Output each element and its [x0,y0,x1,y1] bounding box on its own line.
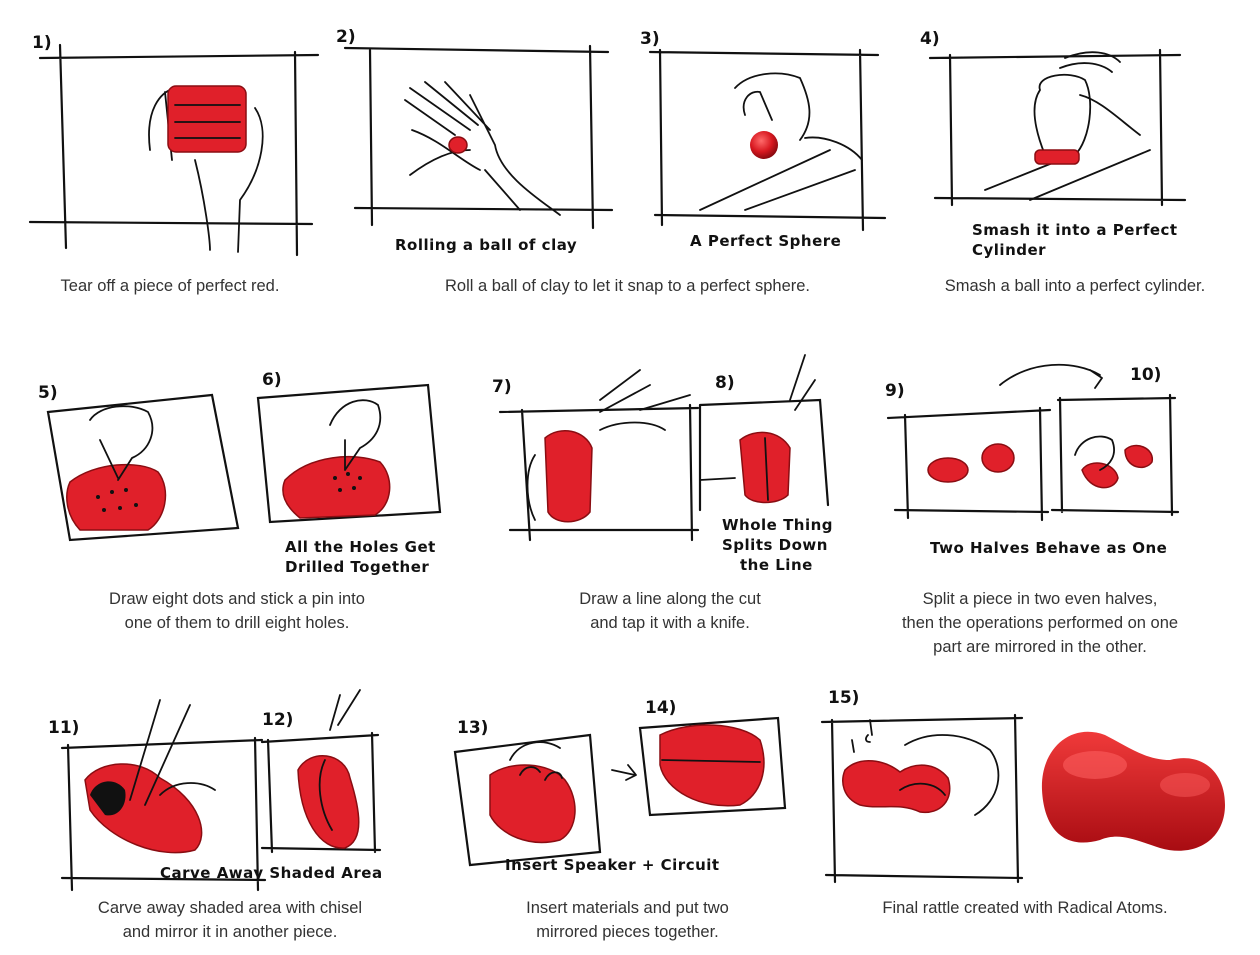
sketch-note: Drilled Together [285,558,429,576]
panel-3: 3) A Perfect Sphere [640,29,885,250]
panel-number: 15) [828,688,859,708]
panel-6: 6) All the Holes Get Drilled Together [258,370,440,576]
panel-15: 15) [822,688,1022,882]
caption-final-rattle: Final rattle created with Radical Atoms. [840,896,1210,920]
caption-tear-off: Tear off a piece of perfect red. [20,274,320,298]
panel-1: 1) [30,33,318,255]
panel-9: 9) [885,365,1102,520]
panel-number: 8) [715,373,735,393]
panel-number: 10) [1130,365,1161,385]
sketch-note: Smash it into a Perfect [972,221,1178,239]
caption-insert-materials: Insert materials and put two mirrored pi… [470,896,785,944]
sketch-note: Whole Thing [722,516,833,534]
panel-number: 2) [336,27,356,47]
panel-7: 7) [492,370,698,540]
sketch-note: Insert Speaker + Circuit [505,856,720,874]
sketch-note: Rolling a ball of clay [395,236,577,254]
panel-number: 1) [32,33,52,53]
panel-number: 9) [885,381,905,401]
panel-5: 5) [38,383,238,540]
panel-11: 11) [48,700,265,890]
caption-drill-holes: Draw eight dots and stick a pin into one… [62,587,412,635]
sketch-note: Splits Down [722,536,828,554]
sketch-note: All the Holes Get [285,538,436,556]
panel-number: 11) [48,718,79,738]
panel-number: 13) [457,718,488,738]
caption-mirror-halves: Split a piece in two even halves, then t… [860,587,1220,659]
caption-roll-ball: Roll a ball of clay to let it snap to a … [400,274,855,298]
panel-10: 10) Two Halves Behave as One [930,365,1178,557]
caption-smash-cylinder: Smash a ball into a perfect cylinder. [920,274,1230,298]
panel-number: 5) [38,383,58,403]
panel-12: 12) Carve Away Shaded Area [160,690,383,882]
panel-number: 12) [262,710,293,730]
caption-knife-cut: Draw a line along the cut and tap it wit… [520,587,820,635]
panel-number: 3) [640,29,660,49]
panel-8: 8) Whole Thing Splits Down the Line [700,355,833,574]
sketch-note: A Perfect Sphere [690,232,841,250]
caption-carve: Carve away shaded area with chisel and m… [40,896,420,944]
panel-number: 14) [645,698,676,718]
sketch-note: the Line [740,556,813,574]
panel-4: 4) Smash it into a Perfect Cylinder [920,29,1185,259]
sketch-note: Cylinder [972,241,1046,259]
sketch-note: Carve Away Shaded Area [160,864,383,882]
panel-number: 6) [262,370,282,390]
panel-2: 2) Rolling a ball of clay [336,27,612,254]
rattle-render [1042,732,1225,851]
sketch-note: Two Halves Behave as One [930,539,1167,557]
panel-number: 4) [920,29,940,49]
panel-number: 7) [492,377,512,397]
panel-13: 13) [455,718,600,865]
